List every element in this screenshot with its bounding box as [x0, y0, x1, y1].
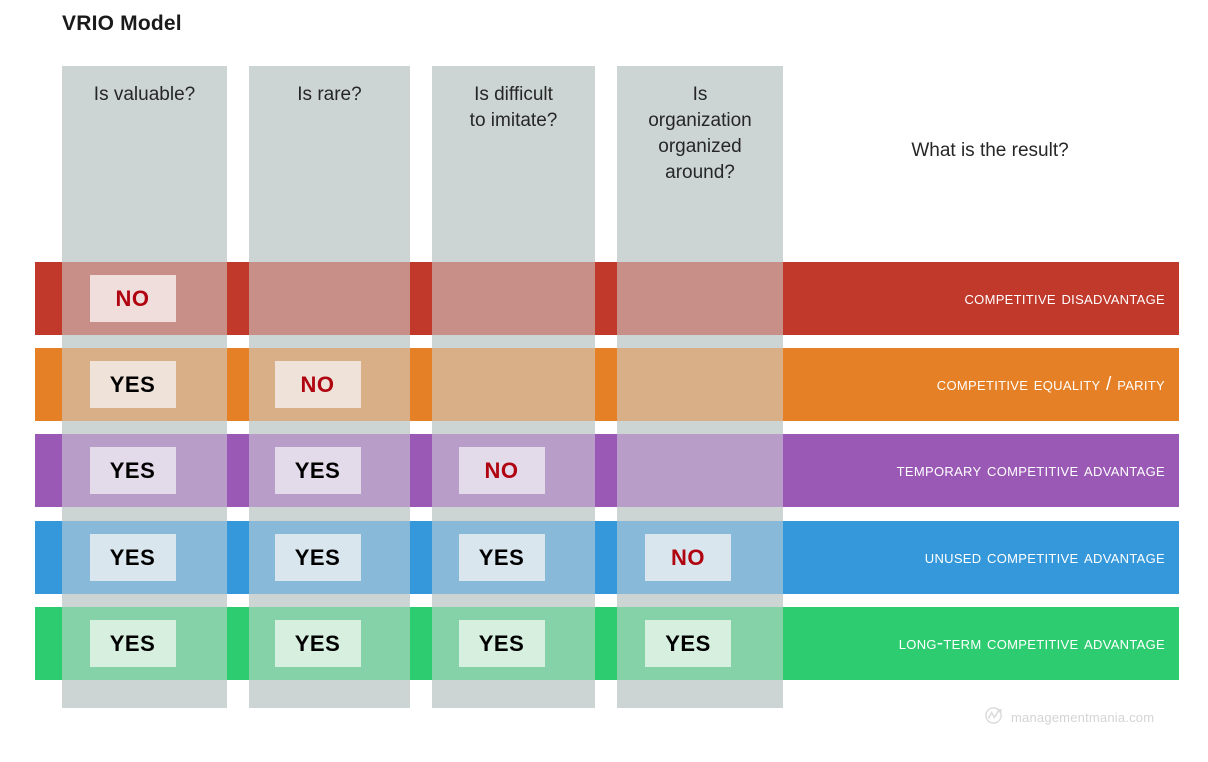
answer-badge-r5-c3: YES — [458, 620, 545, 667]
criteria-column-header-4: Is organization organized around? — [648, 84, 752, 183]
result-row-label-1: Competitive disadvantage — [964, 287, 1165, 309]
answer-badge-r5-c1: YES — [89, 620, 176, 667]
criteria-column-header-1: Is valuable? — [93, 84, 196, 105]
result-column-header: What is the result? — [911, 140, 1069, 161]
criteria-column-header-2: Is rare? — [297, 84, 362, 105]
watermark-text: managementmania.com — [1011, 710, 1155, 725]
result-row-label-5: Long-term competitive advantage — [898, 632, 1165, 654]
answer-badge-r2-c2: NO — [274, 361, 361, 408]
answer-badge-r3-c1: YES — [89, 447, 176, 494]
answer-badge-r5-c4: YES — [645, 620, 731, 667]
result-row-label-4: Unused competitive advantage — [924, 546, 1165, 568]
criteria-column-header-3: Is difficult to imitate? — [469, 84, 558, 131]
answer-badge-r3-c3: NO — [458, 447, 545, 494]
result-row-label-2: Competitive equality / parity — [936, 373, 1165, 395]
result-row-label-3: Temporary competitive advantage — [896, 459, 1165, 481]
result-row-1: Competitive disadvantage — [35, 262, 1179, 335]
answer-badge-r2-c1: YES — [89, 361, 176, 408]
answer-badge-r5-c2: YES — [274, 620, 361, 667]
result-row-5: Long-term competitive advantage — [35, 607, 1179, 680]
answer-badge-r4-c3: YES — [458, 534, 545, 581]
result-row-2: Competitive equality / parity — [35, 348, 1179, 421]
chart-arrow-circle-icon — [984, 706, 1006, 729]
result-row-3: Temporary competitive advantage — [35, 434, 1179, 507]
answer-badge-r1-c1: NO — [89, 275, 176, 322]
answer-badge-r4-c1: YES — [89, 534, 176, 581]
answer-badge-r3-c2: YES — [274, 447, 361, 494]
watermark: managementmania.com — [984, 706, 1154, 729]
answer-badge-r4-c2: YES — [274, 534, 361, 581]
page-title: VRIO Model — [62, 12, 182, 35]
result-row-4: Unused competitive advantage — [35, 521, 1179, 594]
answer-badge-r4-c4: NO — [645, 534, 731, 581]
